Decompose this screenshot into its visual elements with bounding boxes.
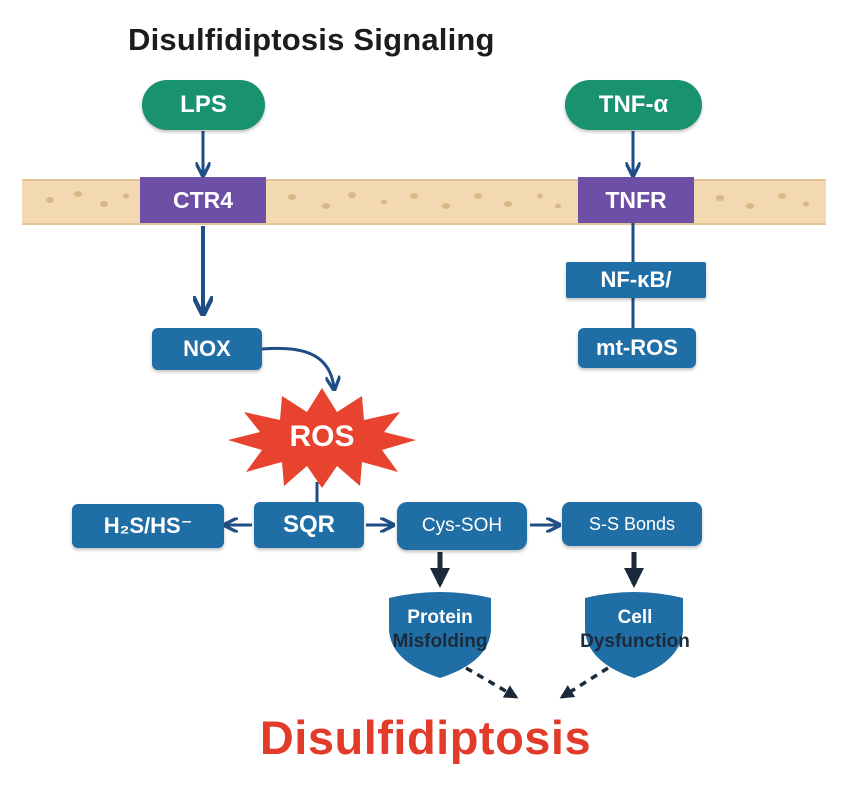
node-cys-soh: Cys-SOH bbox=[397, 502, 527, 550]
node-h2s-label: H₂S/HS⁻ bbox=[103, 513, 193, 538]
ros-burst-shape bbox=[228, 388, 416, 488]
node-h2s: H₂S/HS⁻ bbox=[72, 504, 224, 548]
node-lps-label: LPS bbox=[180, 91, 227, 118]
node-nox: NOX bbox=[152, 328, 262, 370]
node-nf-kb-label: NF-κB/ bbox=[600, 267, 672, 292]
node-nf-kb: NF-κB/ bbox=[566, 262, 706, 298]
node-protein-misfolding: Protein Misfolding bbox=[345, 606, 535, 654]
node-ros-label: ROS bbox=[289, 420, 355, 453]
cell-line2: Dysfunction bbox=[580, 631, 690, 652]
cell-line1: Cell bbox=[617, 607, 653, 628]
node-lps: LPS bbox=[142, 80, 265, 130]
diagram-title: Disulfidiptosis Signaling bbox=[128, 22, 495, 57]
node-ros: ROS bbox=[222, 412, 422, 462]
final-outcome-disulfidiptosis: Disulfidiptosis bbox=[259, 711, 592, 764]
node-mt-ros: mt-ROS bbox=[578, 328, 696, 368]
arrow-protein-final bbox=[465, 666, 519, 699]
node-sqr-label: SQR bbox=[282, 511, 335, 538]
node-ctr4: CTR4 bbox=[140, 177, 266, 223]
node-s-s-bonds: S-S Bonds bbox=[562, 502, 702, 546]
node-ctr4-label: CTR4 bbox=[172, 186, 234, 213]
node-cys-soh-label: Cys-SOH bbox=[421, 515, 503, 536]
node-mt-ros-label: mt-ROS bbox=[596, 335, 678, 360]
node-sqr: SQR bbox=[254, 502, 364, 548]
arrow-cell-final bbox=[559, 666, 609, 699]
protein-line1: Protein bbox=[407, 607, 473, 628]
shield-cell-dysfunction bbox=[585, 592, 683, 678]
node-cell-dysfunction: Cell Dysfunction bbox=[540, 606, 730, 654]
arrow-nox-ros bbox=[261, 346, 334, 388]
node-tnfr-label: TNFR bbox=[605, 186, 667, 213]
shield-protein-misfolding bbox=[389, 592, 491, 678]
protein-line2: Misfolding bbox=[392, 631, 488, 652]
node-nox-label: NOX bbox=[183, 336, 231, 361]
node-tnf-alpha-label: TNF-α bbox=[598, 91, 669, 118]
node-tnfr: TNFR bbox=[578, 177, 694, 223]
node-tnf-alpha: TNF-α bbox=[565, 80, 702, 130]
node-s-s-bonds-label: S-S Bonds bbox=[588, 513, 676, 534]
